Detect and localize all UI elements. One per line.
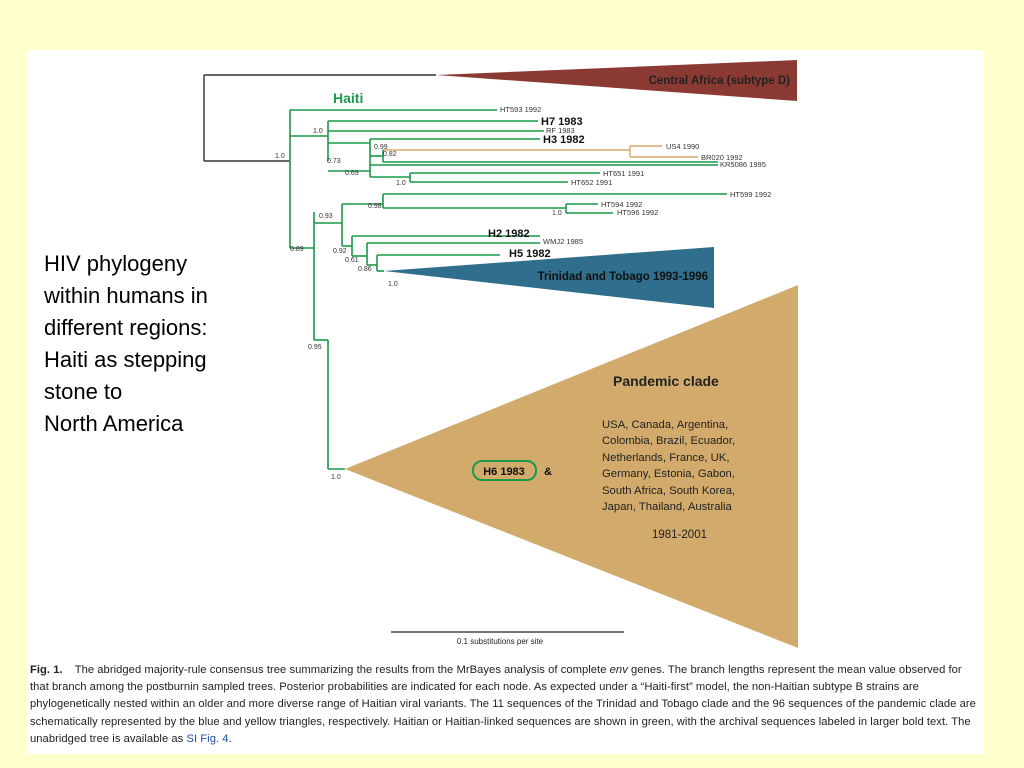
posterior-label: 1.0 xyxy=(313,128,323,135)
posterior-label: 0.61 xyxy=(345,257,359,264)
scale-bar-label: 0.1 substitutions per site xyxy=(457,637,544,646)
pandemic-countries-line: Colombia, Brazil, Ecuador, xyxy=(602,435,735,447)
posterior-label: 0.99 xyxy=(374,144,388,151)
taxon-label: US4 1990 xyxy=(666,142,699,151)
pandemic-countries-line: South Africa, South Korea, xyxy=(602,485,735,497)
figure-panel xyxy=(27,50,984,754)
outgroup-branches xyxy=(203,74,436,162)
pandemic-clade-triangle xyxy=(345,285,798,648)
posterior-label: 0.86 xyxy=(358,266,372,273)
taxon-label-archival: H7 1983 xyxy=(541,116,583,128)
posterior-label: 0.92 xyxy=(333,248,347,255)
slide-caption-line: North America xyxy=(44,411,184,436)
haiti-branches xyxy=(289,109,727,470)
pandemic-countries-line: USA, Canada, Argentina, xyxy=(602,419,728,431)
posterior-label: 0.69 xyxy=(345,170,359,177)
posterior-label: 0.82 xyxy=(383,151,397,158)
posterior-label: 0.93 xyxy=(319,213,333,220)
taxon-label-archival: H3 1982 xyxy=(543,134,585,146)
trinidad-clade-label: Trinidad and Tobago 1993-1996 xyxy=(538,271,708,283)
figure-caption-text: genes. The branch lengths represent the … xyxy=(30,664,976,745)
posterior-label: 1.0 xyxy=(388,281,398,288)
taxon-label: WMJ2 1985 xyxy=(543,237,583,246)
slide-caption: HIV phylogeny within humans in different… xyxy=(44,248,274,440)
figure-caption-label: Fig. 1. xyxy=(30,664,63,676)
taxon-label: HT596 1992 xyxy=(617,208,658,217)
pandemic-countries-line: Japan, Thailand, Australia xyxy=(602,501,733,513)
pandemic-ampersand: & xyxy=(544,466,552,478)
taxon-label: HT594 1992 xyxy=(601,200,642,209)
taxon-label: BR020 1992 xyxy=(701,153,743,162)
pandemic-years: 1981-2001 xyxy=(652,529,707,541)
slide-caption-line: stone to xyxy=(44,379,123,404)
slide-caption-line: different regions: xyxy=(44,315,208,340)
taxon-label: HT651 1991 xyxy=(603,169,644,178)
phylogenetic-tree: Haiti Central Africa (subtype D) Trinida… xyxy=(203,60,798,648)
posterior-label: 1.0 xyxy=(552,210,562,217)
haiti-group-label: Haiti xyxy=(333,90,363,106)
taxon-label: HT593 1992 xyxy=(500,105,541,114)
si-fig-link[interactable]: SI Fig. 4 xyxy=(186,732,229,745)
trinidad-clade-triangle xyxy=(384,247,714,308)
taxon-label-archival: H2 1982 xyxy=(488,228,530,240)
taxon-label: HT599 1992 xyxy=(730,190,771,199)
posterior-label: 1.0 xyxy=(275,153,285,160)
h6-highlight-box xyxy=(472,460,537,481)
central-africa-clade-label: Central Africa (subtype D) xyxy=(649,75,791,87)
figure-caption-end: . xyxy=(228,732,232,745)
slide-caption-line: within humans in xyxy=(44,283,208,308)
figure-caption-text: The abridged majority-rule consensus tre… xyxy=(74,664,610,676)
posterior-label: 1.0 xyxy=(396,180,406,187)
h6-archival-label: H6 1983 xyxy=(483,466,525,478)
posterior-label: 0.95 xyxy=(308,344,322,351)
pandemic-countries-line: Germany, Estonia, Gabon, xyxy=(602,468,735,480)
taxon-label: KR5086 1995 xyxy=(720,160,766,169)
taxon-label: HT652 1991 xyxy=(571,178,612,187)
posterior-label: 0.98 xyxy=(368,203,382,210)
slide-caption-line: HIV phylogeny xyxy=(44,251,188,276)
figure-caption-env: env xyxy=(609,664,628,676)
posterior-label: 0.73 xyxy=(327,158,341,165)
figure-caption: Fig. 1. The abridged majority-rule consen… xyxy=(30,662,976,748)
pandemic-clade-title: Pandemic clade xyxy=(613,373,719,389)
posterior-label: 0.89 xyxy=(290,246,304,253)
central-africa-clade-triangle xyxy=(436,60,797,101)
pandemic-countries-line: Netherlands, France, UK, xyxy=(602,452,729,464)
slide-caption-line: Haiti as stepping xyxy=(44,347,207,372)
us-branches xyxy=(383,145,698,158)
posterior-label: 1.0 xyxy=(331,474,341,481)
taxon-label: RF 1983 xyxy=(546,126,575,135)
taxon-label-archival: H5 1982 xyxy=(509,248,551,260)
